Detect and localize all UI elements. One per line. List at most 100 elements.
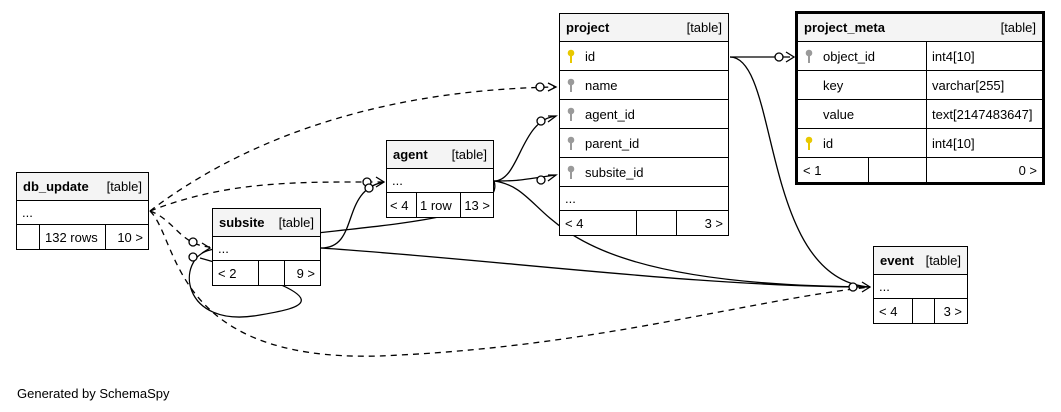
edge-db_update-agent <box>149 181 385 212</box>
table-db_update[interactable]: db_update [table] ... 132 rows 10 > <box>16 172 149 250</box>
table-header: event [table] <box>874 247 967 275</box>
generated-by-footer: Generated by SchemaSpy <box>17 386 170 401</box>
marker-crowfoot <box>201 242 212 254</box>
column-row[interactable]: id int4[10] <box>798 129 1042 158</box>
ellipsis-row[interactable]: ... <box>213 237 320 261</box>
table-name: project_meta <box>804 20 885 35</box>
ellipsis-row[interactable]: ... <box>874 275 967 299</box>
ellipsis-row[interactable]: ... <box>560 187 728 211</box>
marker-crowfoot <box>785 51 796 63</box>
nav-prev[interactable] <box>17 225 39 249</box>
edge-db_update-subsite <box>149 210 211 248</box>
marker-circle <box>188 252 198 262</box>
table-kind: [table] <box>451 147 487 162</box>
foreign-key-icon <box>803 49 815 63</box>
marker-crowfoot <box>547 82 558 92</box>
foreign-key-icon <box>565 165 577 179</box>
table-project_meta[interactable]: project_meta [table] object_id int4[10] … <box>795 11 1045 185</box>
nav-next[interactable]: 10 > <box>105 225 148 249</box>
column-name: key <box>823 77 844 93</box>
edge-agent-project-subsite <box>493 174 557 182</box>
marker-crowfoot <box>375 176 386 188</box>
table-event[interactable]: event [table] ... < 4 3 > <box>873 246 968 324</box>
ellipsis: ... <box>392 173 403 188</box>
column-name: name <box>585 77 618 93</box>
column-row[interactable]: object_id int4[10] <box>798 42 1042 71</box>
table-kind: [table] <box>925 253 961 268</box>
nav-next[interactable]: 0 > <box>926 158 1042 182</box>
table-subsite[interactable]: subsite [table] ... < 2 9 > <box>212 208 321 286</box>
table-header: project_meta [table] <box>798 14 1042 42</box>
nav-rows <box>912 299 934 323</box>
table-name: agent <box>393 147 428 162</box>
nav-row: < 1 0 > <box>798 158 1042 182</box>
column-name: value <box>823 106 855 122</box>
marker-circle <box>774 52 784 62</box>
foreign-key-icon <box>565 107 577 121</box>
nav-rows <box>258 261 284 285</box>
key-icon <box>565 78 577 92</box>
nav-next[interactable]: 9 > <box>284 261 320 285</box>
edge-subsite-agent <box>320 181 385 249</box>
nav-rows: 132 rows <box>39 225 105 249</box>
table-project[interactable]: project [table] id name agent_id parent_… <box>559 13 729 236</box>
foreign-key-icon <box>565 136 577 150</box>
edge-agent-project-agent <box>493 115 557 182</box>
column-row[interactable]: agent_id <box>560 100 728 129</box>
ellipsis: ... <box>218 241 229 256</box>
column-row[interactable]: id <box>560 42 728 71</box>
primary-key-icon <box>565 49 577 63</box>
nav-rows <box>636 211 676 235</box>
nav-prev[interactable]: < 1 <box>803 162 822 178</box>
column-type: text[2147483647] <box>926 100 1042 128</box>
nav-row: < 2 9 > <box>213 261 320 285</box>
nav-prev[interactable]: < 2 <box>218 265 237 281</box>
column-row[interactable]: name <box>560 71 728 100</box>
nav-prev[interactable]: < 4 <box>390 197 409 213</box>
column-name: id <box>823 135 834 151</box>
nav-row: 132 rows 10 > <box>17 225 148 249</box>
edge-subsite-event <box>320 247 871 288</box>
ellipsis-row[interactable]: ... <box>387 169 493 193</box>
nav-next[interactable]: 3 > <box>676 211 728 235</box>
table-kind: [table] <box>278 215 314 230</box>
ellipsis-row[interactable]: ... <box>17 201 148 225</box>
marker-circle <box>536 175 546 185</box>
edge-project-event <box>729 56 871 288</box>
table-kind: [table] <box>1000 20 1036 35</box>
table-kind: [table] <box>686 20 722 35</box>
column-name: parent_id <box>585 135 640 151</box>
edge-agent-subsite-loop <box>188 180 496 318</box>
nav-row: < 4 3 > <box>560 211 728 235</box>
column-row[interactable]: value text[2147483647] <box>798 100 1042 129</box>
column-row[interactable]: subsite_id <box>560 158 728 187</box>
marker-crowfoot <box>547 174 558 182</box>
table-header: subsite [table] <box>213 209 320 237</box>
table-name: project <box>566 20 610 35</box>
edge-db_update-event <box>149 210 871 357</box>
marker-circle <box>535 82 545 92</box>
nav-row: < 4 3 > <box>874 299 967 323</box>
column-row[interactable]: parent_id <box>560 129 728 158</box>
nav-next[interactable]: 13 > <box>460 193 493 217</box>
marker-crowfoot <box>547 115 558 123</box>
column-name: object_id <box>823 48 876 64</box>
nav-rows: 1 row <box>416 193 460 217</box>
nav-prev[interactable]: < 4 <box>565 215 584 231</box>
nav-prev[interactable]: < 4 <box>879 303 898 319</box>
column-type: int4[10] <box>926 42 1042 70</box>
primary-key-icon <box>803 136 815 150</box>
nav-row: < 4 1 row 13 > <box>387 193 493 217</box>
table-header: agent [table] <box>387 141 493 169</box>
edge-db_update-project <box>149 86 557 212</box>
nav-next[interactable]: 3 > <box>934 299 967 323</box>
table-agent[interactable]: agent [table] ... < 4 1 row 13 > <box>386 140 494 218</box>
marker-circle <box>188 237 198 247</box>
column-name: agent_id <box>585 106 635 122</box>
ellipsis: ... <box>565 191 576 206</box>
column-name: id <box>585 48 596 64</box>
column-row[interactable]: key varchar[255] <box>798 71 1042 100</box>
column-type: int4[10] <box>926 129 1042 157</box>
marker-circle <box>536 116 546 126</box>
ellipsis: ... <box>879 279 890 294</box>
